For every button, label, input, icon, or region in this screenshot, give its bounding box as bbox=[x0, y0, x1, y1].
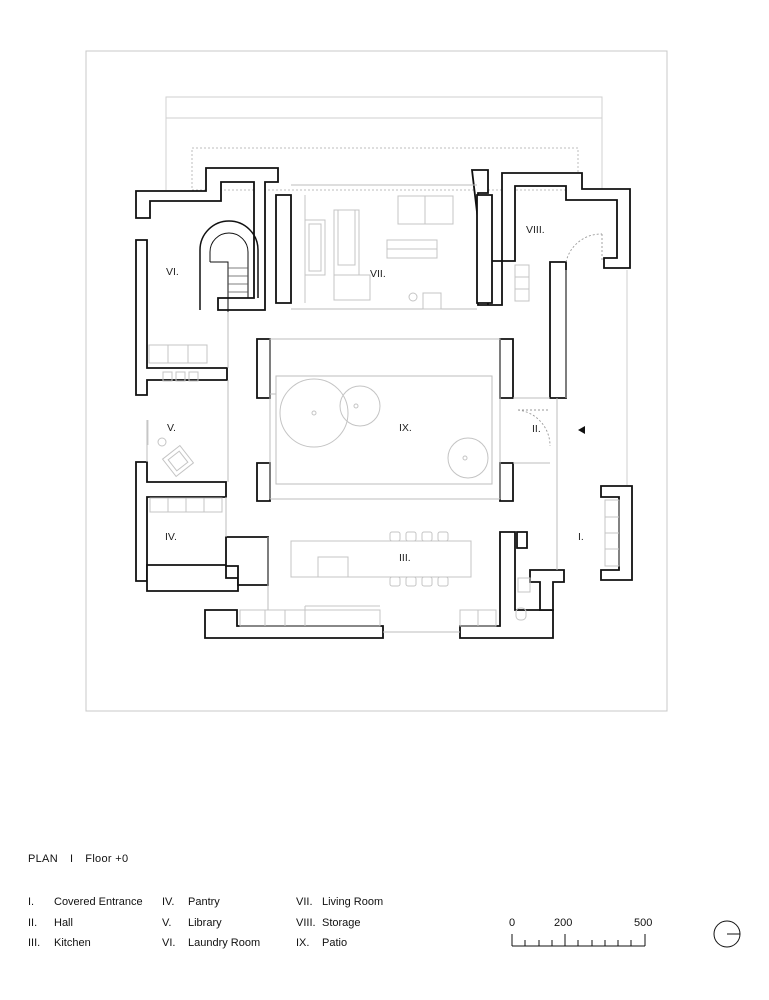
legend-name: Library bbox=[188, 916, 222, 929]
plan-title: PLAN I Floor +0 bbox=[28, 853, 128, 865]
label-room-vi: VI. bbox=[166, 266, 179, 278]
entrance-arrow-icon bbox=[578, 426, 585, 434]
scale-label-0: 0 bbox=[509, 917, 516, 929]
site-boundary bbox=[85, 50, 668, 712]
room-labels: VI. VII. VIII. V. IX. II. IV. III. I. bbox=[165, 224, 584, 564]
floor-label: Floor +0 bbox=[85, 853, 129, 865]
legend-name: Living Room bbox=[322, 896, 384, 908]
legend-num: III. bbox=[28, 937, 41, 949]
legend-item: IV. Pantry bbox=[162, 892, 260, 913]
legend-name: Kitchen bbox=[54, 937, 91, 949]
legend-column-1: I. Covered Entrance II. Hall III. Kitchen bbox=[28, 892, 143, 954]
legend-column-2: IV. Pantry V. Library VI. Laundry Room bbox=[162, 892, 260, 954]
legend-item: II. Hall bbox=[28, 913, 143, 934]
legend-item: IX. Patio bbox=[296, 933, 383, 954]
label-room-i: I. bbox=[578, 531, 584, 543]
legend-item: III. Kitchen bbox=[28, 933, 143, 954]
north-arrow-icon bbox=[713, 920, 741, 948]
label-room-iii: III. bbox=[399, 552, 411, 564]
legend-item: VI. Laundry Room bbox=[162, 933, 260, 954]
legend-column-3: VII. Living Room VIII. Storage IX. Patio bbox=[296, 892, 383, 954]
scale-label-200: 200 bbox=[554, 917, 573, 929]
legend-num: II. bbox=[28, 916, 38, 929]
eave-dashed bbox=[191, 147, 579, 191]
legend-item: V. Library bbox=[162, 913, 260, 934]
legend-item: VII. Living Room bbox=[296, 892, 383, 913]
legend-name: Laundry Room bbox=[188, 937, 261, 949]
label-room-vii: VII. bbox=[370, 268, 386, 280]
legend-name: Storage bbox=[322, 916, 361, 929]
plan-label: PLAN bbox=[28, 853, 58, 865]
scale-label-500: 500 bbox=[634, 917, 653, 929]
furniture bbox=[148, 195, 620, 627]
legend-num: IX. bbox=[296, 937, 310, 949]
spiral-stair bbox=[199, 220, 259, 312]
legend-num: V. bbox=[162, 916, 172, 929]
legend-item: I. Covered Entrance bbox=[28, 892, 143, 913]
legend-num: IV. bbox=[162, 896, 175, 908]
interior-lines bbox=[146, 184, 567, 633]
label-room-ii: II. bbox=[532, 423, 541, 435]
label-room-viii: VIII. bbox=[526, 224, 545, 236]
legend-name: Covered Entrance bbox=[54, 896, 143, 908]
legend-name: Patio bbox=[322, 937, 348, 949]
door-swings bbox=[517, 233, 603, 447]
legend-num: VII. bbox=[296, 896, 313, 908]
legend-name: Pantry bbox=[188, 896, 220, 908]
legend-item: VIII. Storage bbox=[296, 913, 383, 934]
legend-name: Hall bbox=[54, 916, 73, 929]
legend-num: VI. bbox=[162, 937, 176, 949]
title-separator: I bbox=[69, 853, 74, 865]
roof-outline bbox=[165, 96, 603, 119]
legend-num: VIII. bbox=[296, 916, 316, 929]
legend-num: I. bbox=[28, 896, 35, 908]
walls bbox=[135, 167, 633, 639]
scale-bar bbox=[511, 934, 646, 947]
label-room-v: V. bbox=[167, 422, 176, 434]
label-room-ix: IX. bbox=[399, 422, 412, 434]
label-room-iv: IV. bbox=[165, 531, 177, 543]
